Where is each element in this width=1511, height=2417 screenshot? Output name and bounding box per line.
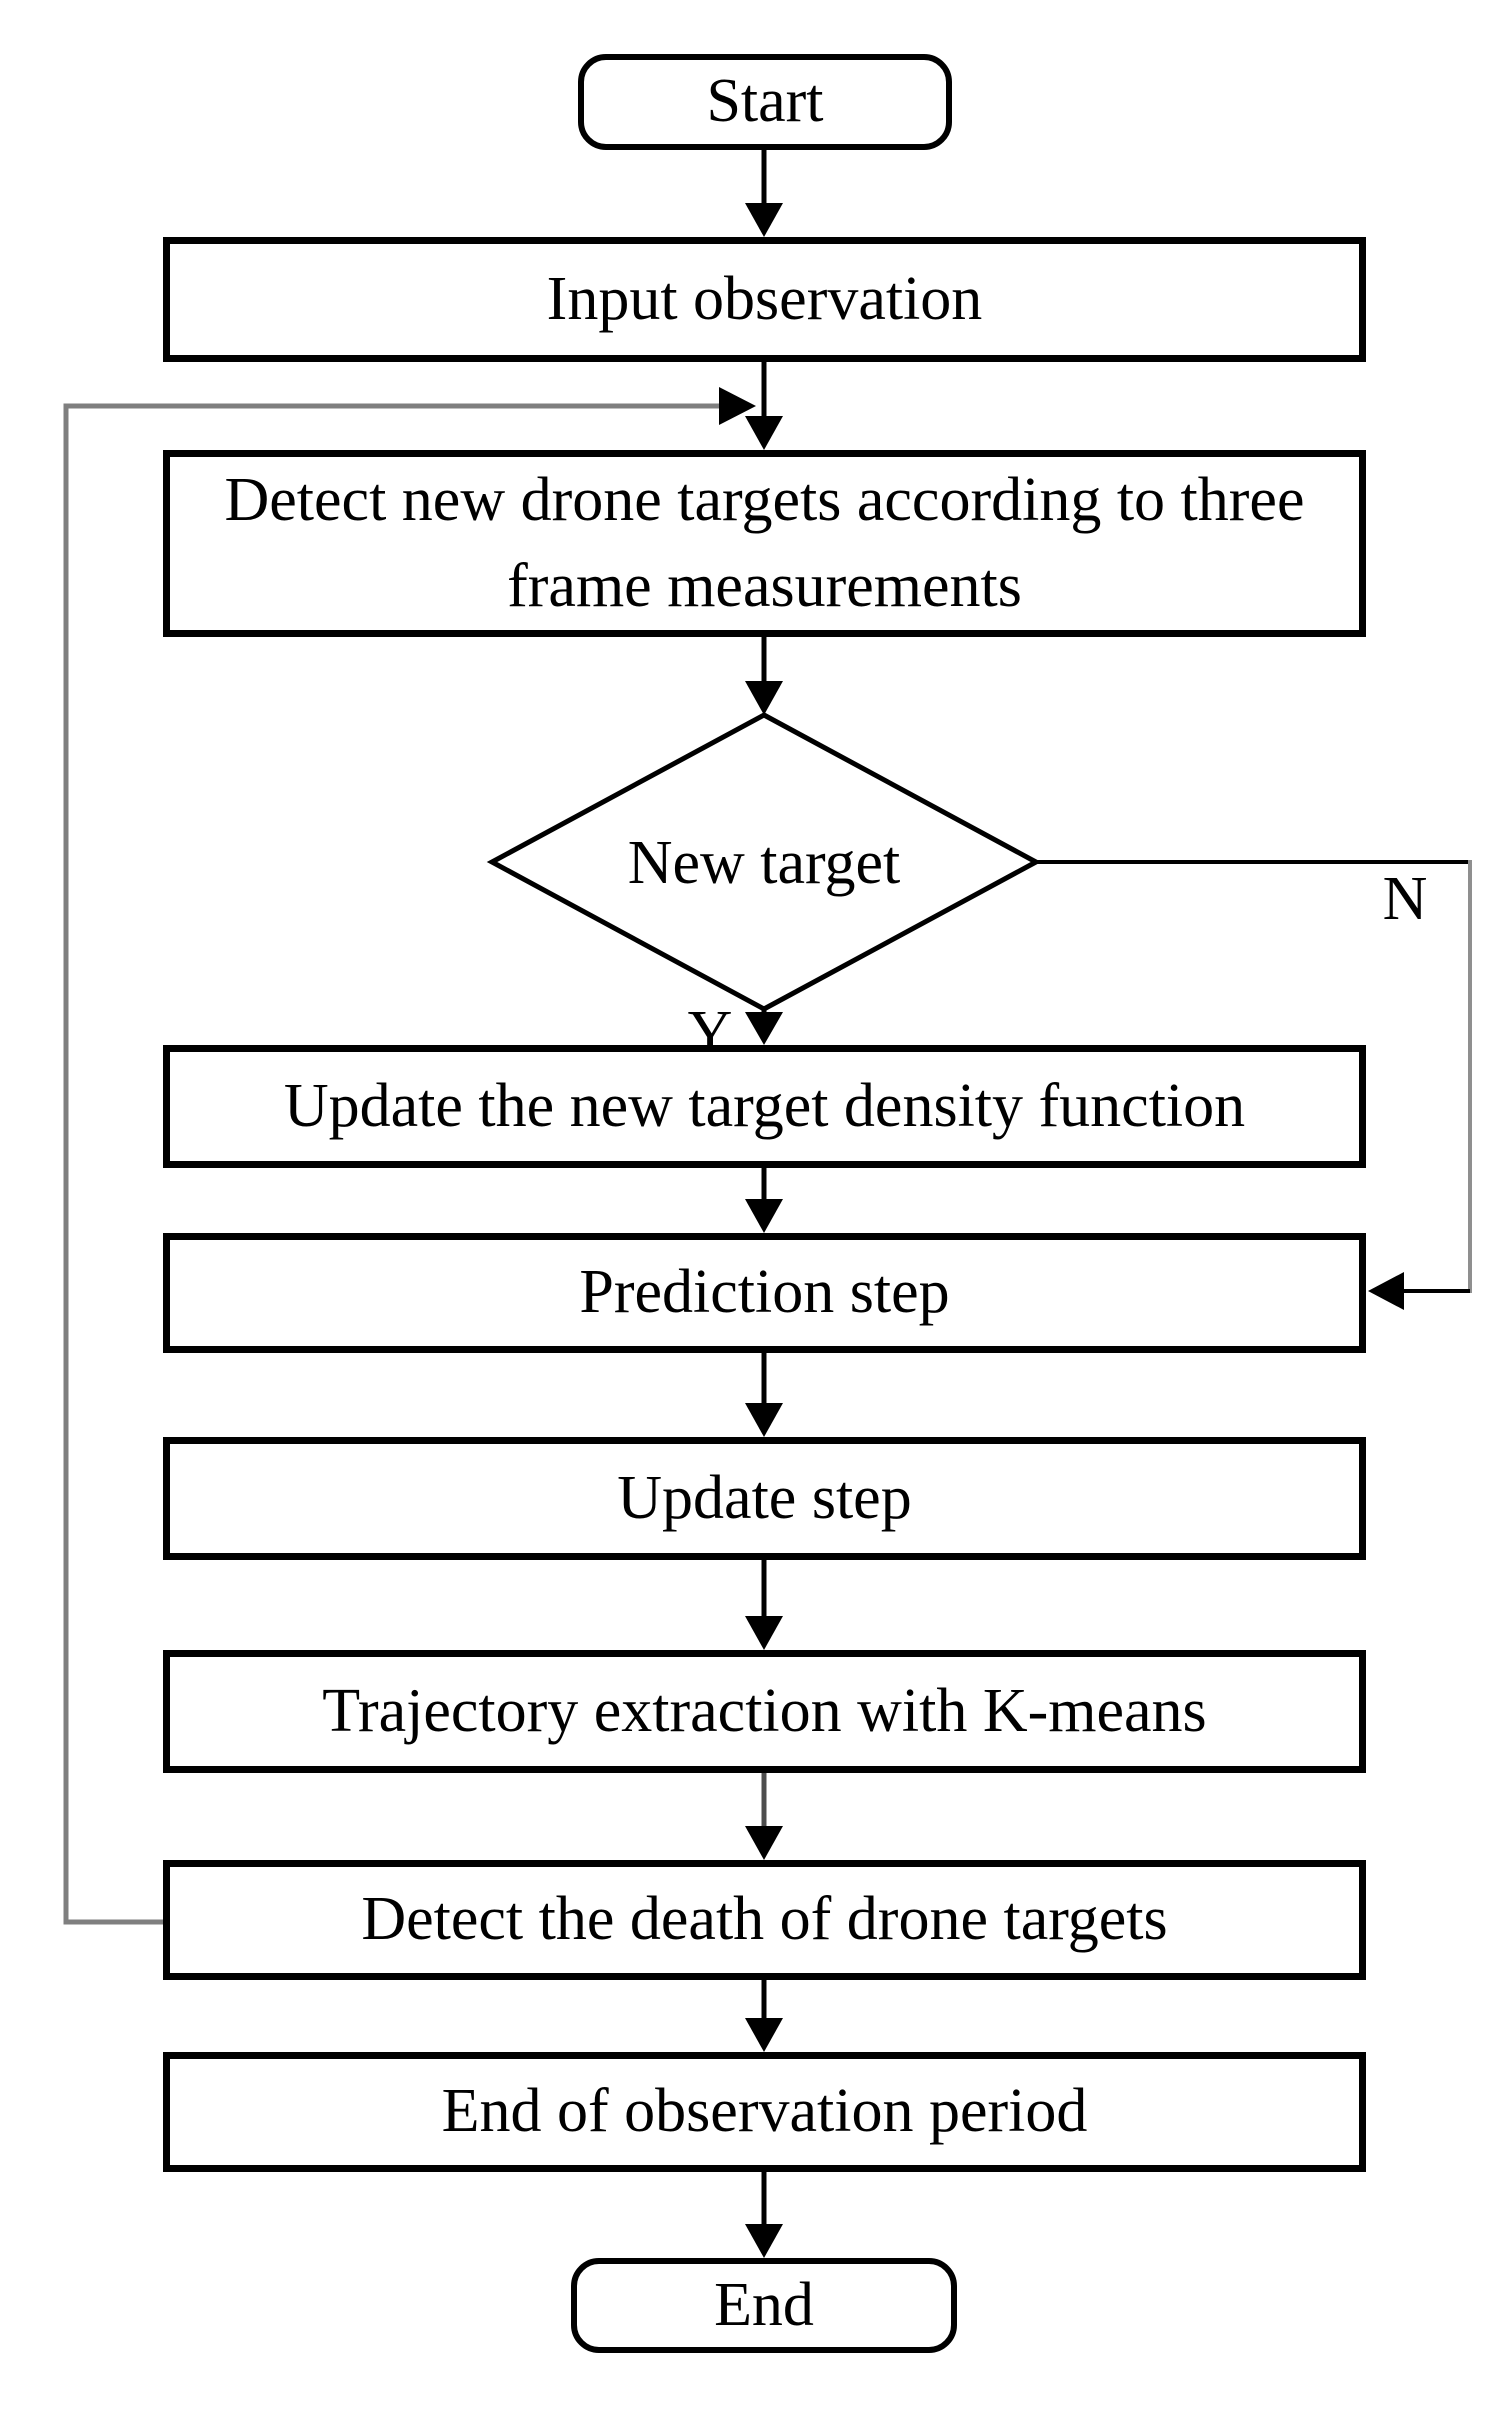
end-observation-node: End of observation period [163, 2052, 1366, 2172]
detect-death-node: Detect the death of drone targets [163, 1860, 1366, 1980]
start-node: Start [578, 54, 952, 150]
end-label: End [714, 2270, 814, 2339]
no-branch-label: N [1382, 865, 1428, 933]
input-observation-node: Input observation [163, 237, 1366, 362]
arrow-prediction-to-update-step [745, 1353, 783, 1437]
arrow-update-density-to-prediction [745, 1168, 783, 1233]
start-label: Start [706, 67, 824, 136]
detect-death-label: Detect the death of drone targets [361, 1885, 1168, 1954]
prediction-step-label: Prediction step [579, 1258, 950, 1327]
trajectory-extraction-node: Trajectory extraction with K-means [163, 1650, 1366, 1773]
prediction-step-node: Prediction step [163, 1233, 1366, 1353]
arrow-input-to-detect [745, 362, 783, 450]
trajectory-extraction-label: Trajectory extraction with K-means [322, 1676, 1207, 1745]
update-density-label: Update the new target density function [283, 1071, 1246, 1140]
arrow-detect-to-decision [745, 637, 783, 715]
end-observation-label: End of observation period [441, 2077, 1088, 2146]
end-node: End [571, 2258, 957, 2353]
update-step-label: Update step [617, 1463, 912, 1532]
update-density-node: Update the new target density function [163, 1045, 1366, 1168]
arrow-start-to-input [745, 150, 783, 237]
arrow-end-observation-to-end [745, 2172, 783, 2258]
input-observation-label: Input observation [546, 264, 983, 333]
detect-new-targets-label-line1: Detect new drone targets according to th… [224, 465, 1305, 534]
arrow-update-step-to-trajectory [745, 1560, 783, 1650]
update-step-node: Update step [163, 1437, 1366, 1560]
detect-new-targets-node: Detect new drone targets according to th… [163, 450, 1366, 637]
no-branch-connector [1036, 860, 1472, 1310]
no-branch-arrowhead [1368, 1272, 1404, 1310]
arrow-trajectory-to-detect-death [745, 1773, 783, 1860]
loopback-connector [63, 387, 756, 1925]
loopback-arrowhead [719, 387, 756, 425]
arrow-detect-death-to-end-observation [745, 1980, 783, 2052]
detect-new-targets-label-line2: frame measurements [507, 551, 1022, 620]
new-target-decision-label: New target [627, 829, 901, 897]
new-target-decision-diamond [486, 712, 1042, 1012]
arrow-decision-to-update-density [745, 1009, 783, 1045]
